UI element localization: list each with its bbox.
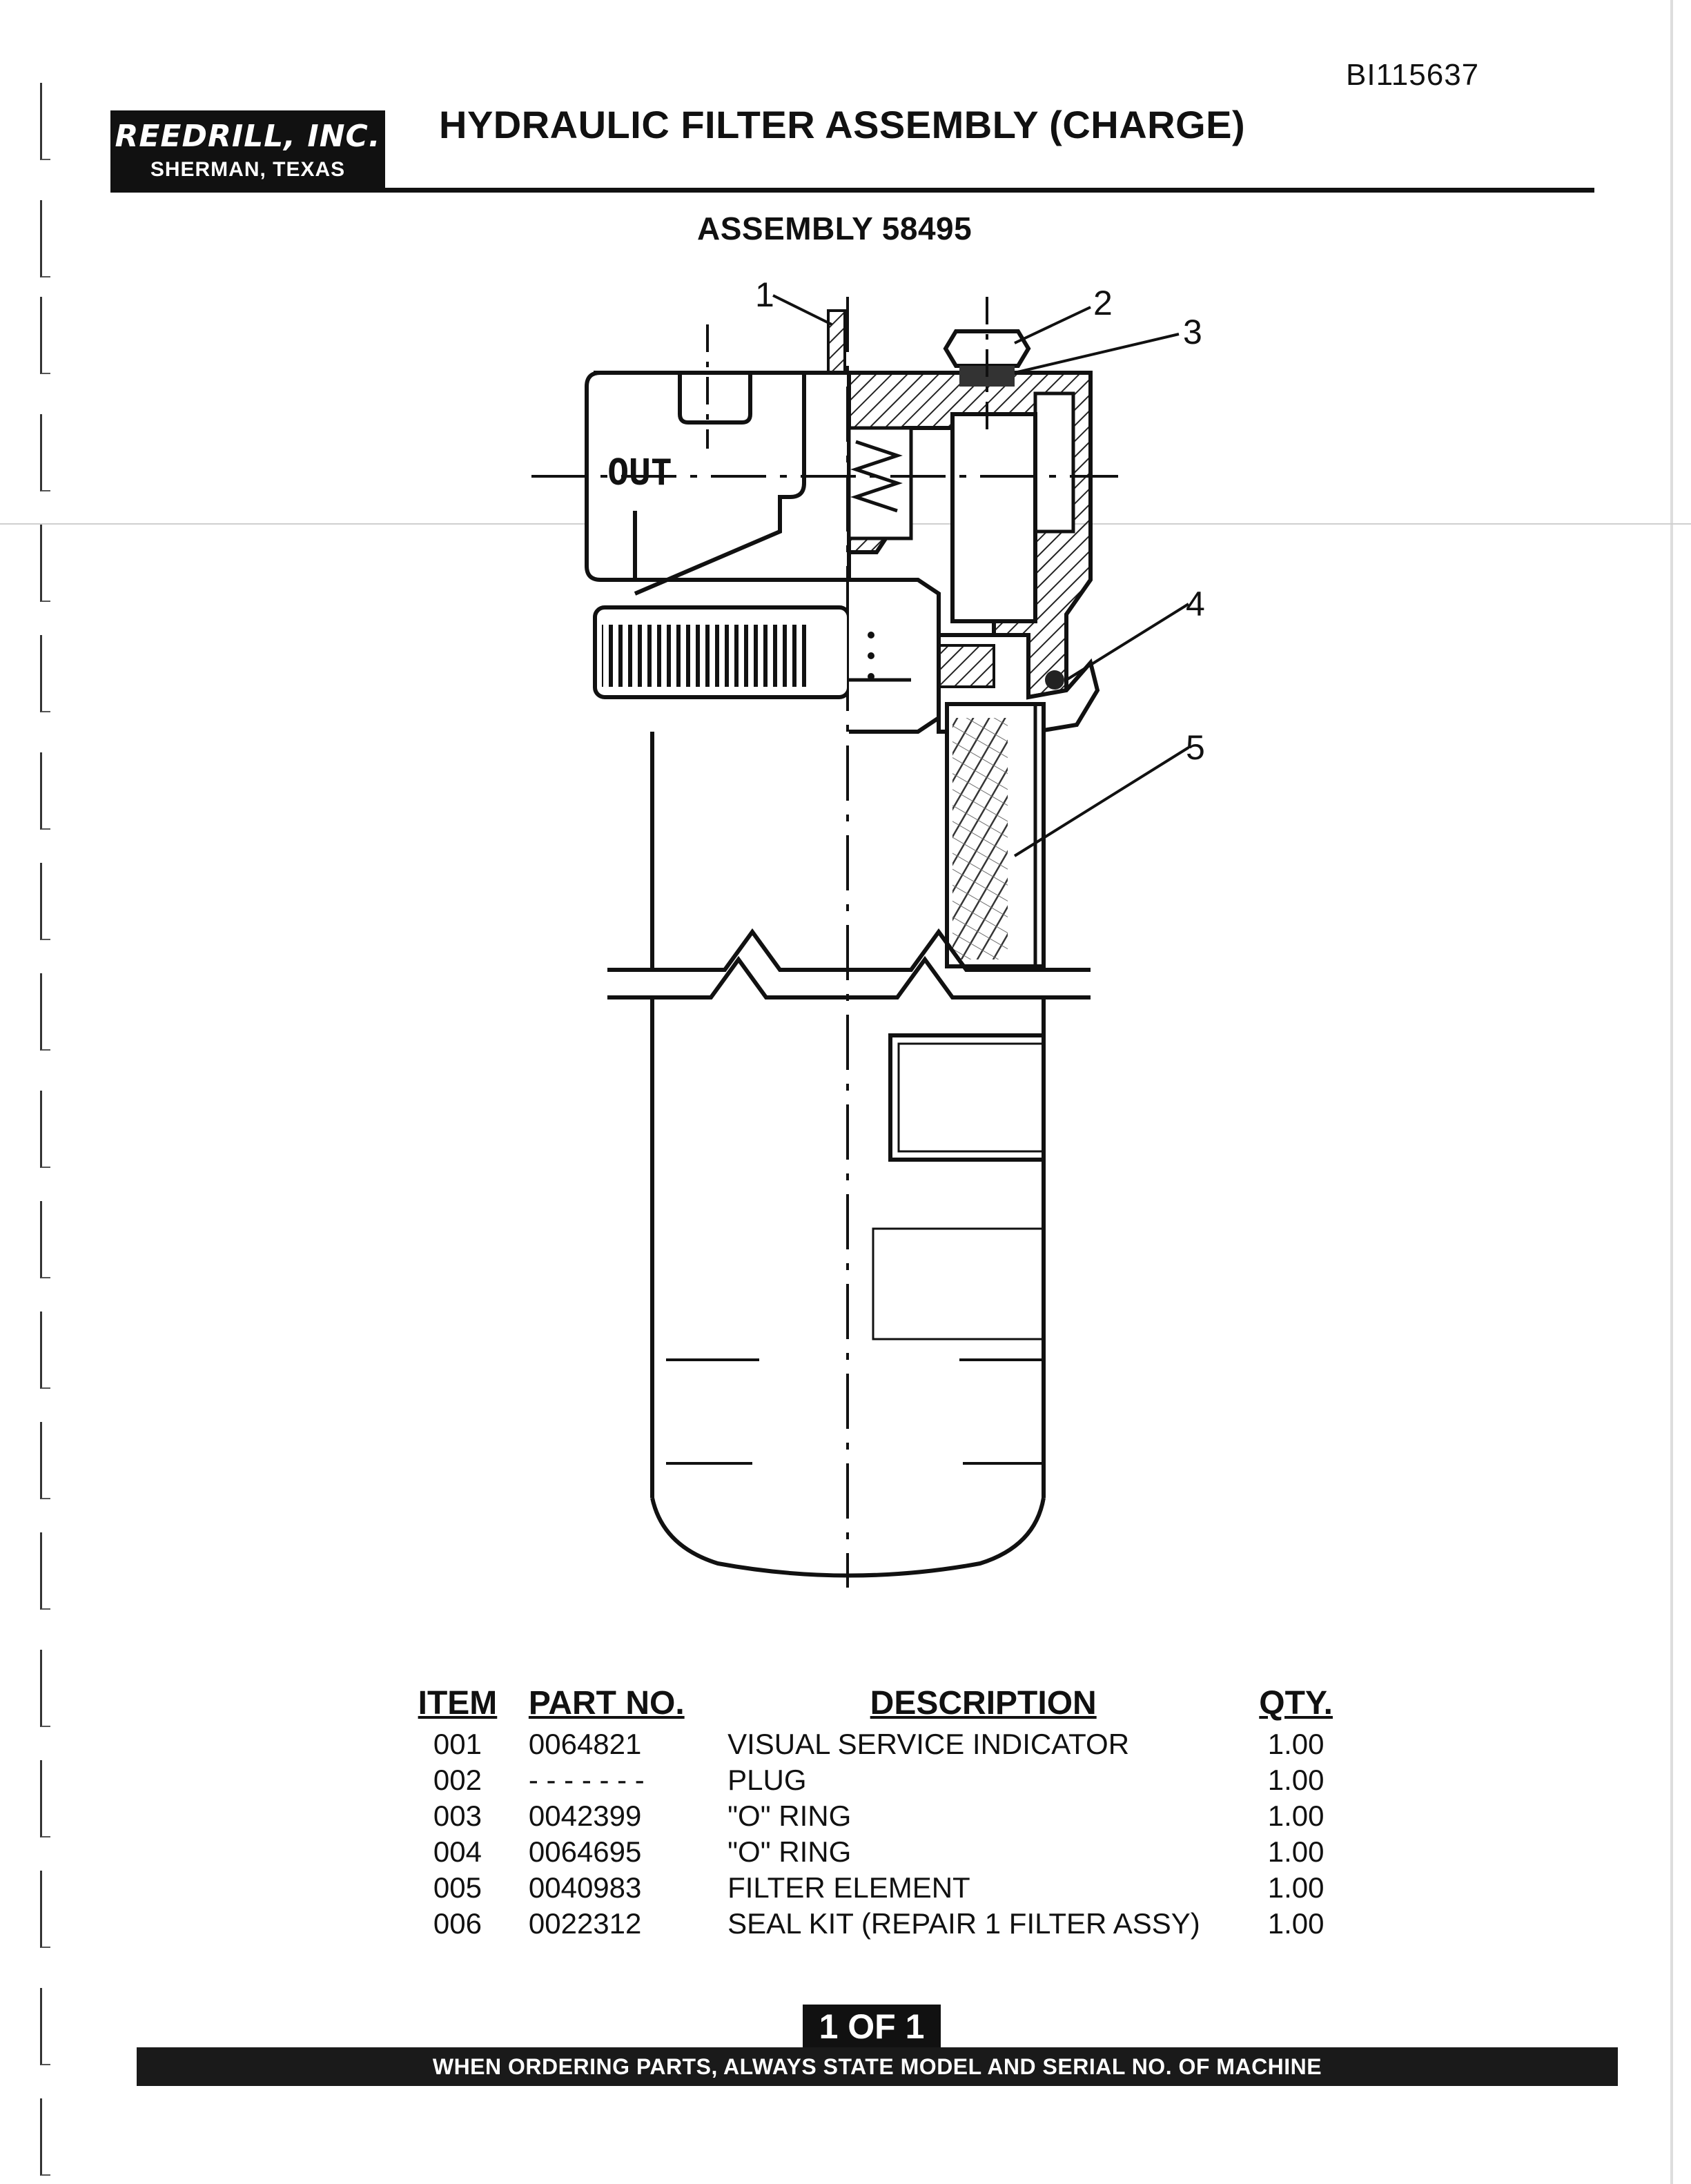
row-part-no: 0064695 [528, 1835, 642, 1868]
binder-mark [40, 525, 50, 602]
row-description: "O" RING [727, 1800, 852, 1832]
row-qty: 1.00 [1267, 1871, 1325, 1904]
row-description: VISUAL SERVICE INDICATOR [727, 1728, 1130, 1760]
row-qty: 1.00 [1267, 1907, 1325, 1940]
row-qty: 1.00 [1267, 1835, 1325, 1868]
binder-mark [40, 973, 50, 1051]
document-number: BI115637 [1346, 58, 1480, 92]
binder-mark [40, 1312, 50, 1389]
binder-mark [40, 1988, 50, 2065]
row-qty: 1.00 [1267, 1728, 1325, 1760]
row-item: 003 [433, 1800, 482, 1832]
callout-5: 5 [1186, 728, 1205, 767]
page-number-badge: 1 OF 1 [803, 2005, 941, 2049]
row-qty: 1.00 [1267, 1800, 1325, 1832]
row-description: "O" RING [727, 1835, 852, 1868]
binder-mark [40, 1871, 50, 1948]
plug [943, 329, 1031, 387]
callout-4: 4 [1186, 585, 1205, 623]
header-description: DESCRIPTION [870, 1685, 1097, 1722]
binder-mark [40, 752, 50, 830]
binder-mark [40, 635, 50, 712]
row-part-no: - - - - - - - [528, 1764, 645, 1796]
binder-mark [40, 297, 50, 374]
company-location: SHERMAN, TEXAS [150, 158, 346, 181]
binder-mark [40, 200, 50, 277]
row-part-no: 0064821 [528, 1728, 642, 1760]
binder-mark [40, 863, 50, 940]
row-part-no: 0042399 [528, 1800, 642, 1832]
ordering-notice: WHEN ORDERING PARTS, ALWAYS STATE MODEL … [137, 2047, 1618, 2086]
row-item: 004 [433, 1835, 482, 1868]
binder-mark [40, 1201, 50, 1278]
table-row: 003 0042399 "O" RING 1.00 [387, 1798, 1353, 1834]
company-logo: REEDRILL, INC. SHERMAN, TEXAS [110, 110, 385, 191]
filter-assembly-drawing [531, 294, 1190, 1588]
header-qty: QTY. [1259, 1685, 1333, 1722]
header-divider [110, 188, 1594, 193]
row-item: 002 [433, 1764, 482, 1796]
visual-service-indicator [827, 309, 846, 374]
table-row: 005 0040983 FILTER ELEMENT 1.00 [387, 1870, 1353, 1906]
row-description: PLUG [727, 1764, 807, 1796]
binder-mark [40, 1760, 50, 1837]
table-row: 004 0064695 "O" RING 1.00 [387, 1834, 1353, 1870]
binder-mark [40, 1650, 50, 1727]
table-row: 001 0064821 VISUAL SERVICE INDICATOR 1.0… [387, 1726, 1353, 1762]
binder-mark [40, 2098, 50, 2176]
row-item: 001 [433, 1728, 482, 1760]
binder-mark [40, 1532, 50, 1610]
row-part-no: 0040983 [528, 1871, 642, 1904]
row-description: FILTER ELEMENT [727, 1871, 970, 1904]
assembly-label: ASSEMBLY 58495 [697, 211, 972, 246]
row-description: SEAL KIT (REPAIR 1 FILTER ASSY) [727, 1907, 1200, 1940]
parts-table: ITEM PART NO. DESCRIPTION QTY. 001 00648… [387, 1684, 1353, 1942]
row-qty: 1.00 [1267, 1764, 1325, 1796]
filter-element [945, 702, 1046, 968]
row-item: 006 [433, 1907, 482, 1940]
binder-mark [40, 414, 50, 491]
callout-1: 1 [755, 275, 774, 314]
filter-head-section [847, 371, 1093, 700]
canister-body [607, 732, 1091, 1578]
header-part-no: PART NO. [528, 1685, 685, 1722]
element-top [593, 578, 941, 734]
page-edge [1670, 0, 1673, 2184]
table-row: 006 0022312 SEAL KIT (REPAIR 1 FILTER AS… [387, 1906, 1353, 1942]
callout-leaders [772, 294, 1190, 857]
table-row: 002 - - - - - - - PLUG 1.00 [387, 1762, 1353, 1798]
callout-3: 3 [1183, 313, 1202, 351]
company-name: REEDRILL, INC. [115, 119, 381, 154]
row-part-no: 0022312 [528, 1907, 642, 1940]
binder-mark [40, 1422, 50, 1499]
binder-mark [40, 1091, 50, 1168]
header-item: ITEM [418, 1685, 498, 1722]
row-item: 005 [433, 1871, 482, 1904]
table-header-row: ITEM PART NO. DESCRIPTION QTY. [387, 1684, 1353, 1726]
binder-mark [40, 83, 50, 160]
page-title: HYDRAULIC FILTER ASSEMBLY (CHARGE) [439, 103, 1246, 146]
callout-2: 2 [1093, 284, 1113, 322]
port-out-label: OUT [607, 452, 672, 494]
